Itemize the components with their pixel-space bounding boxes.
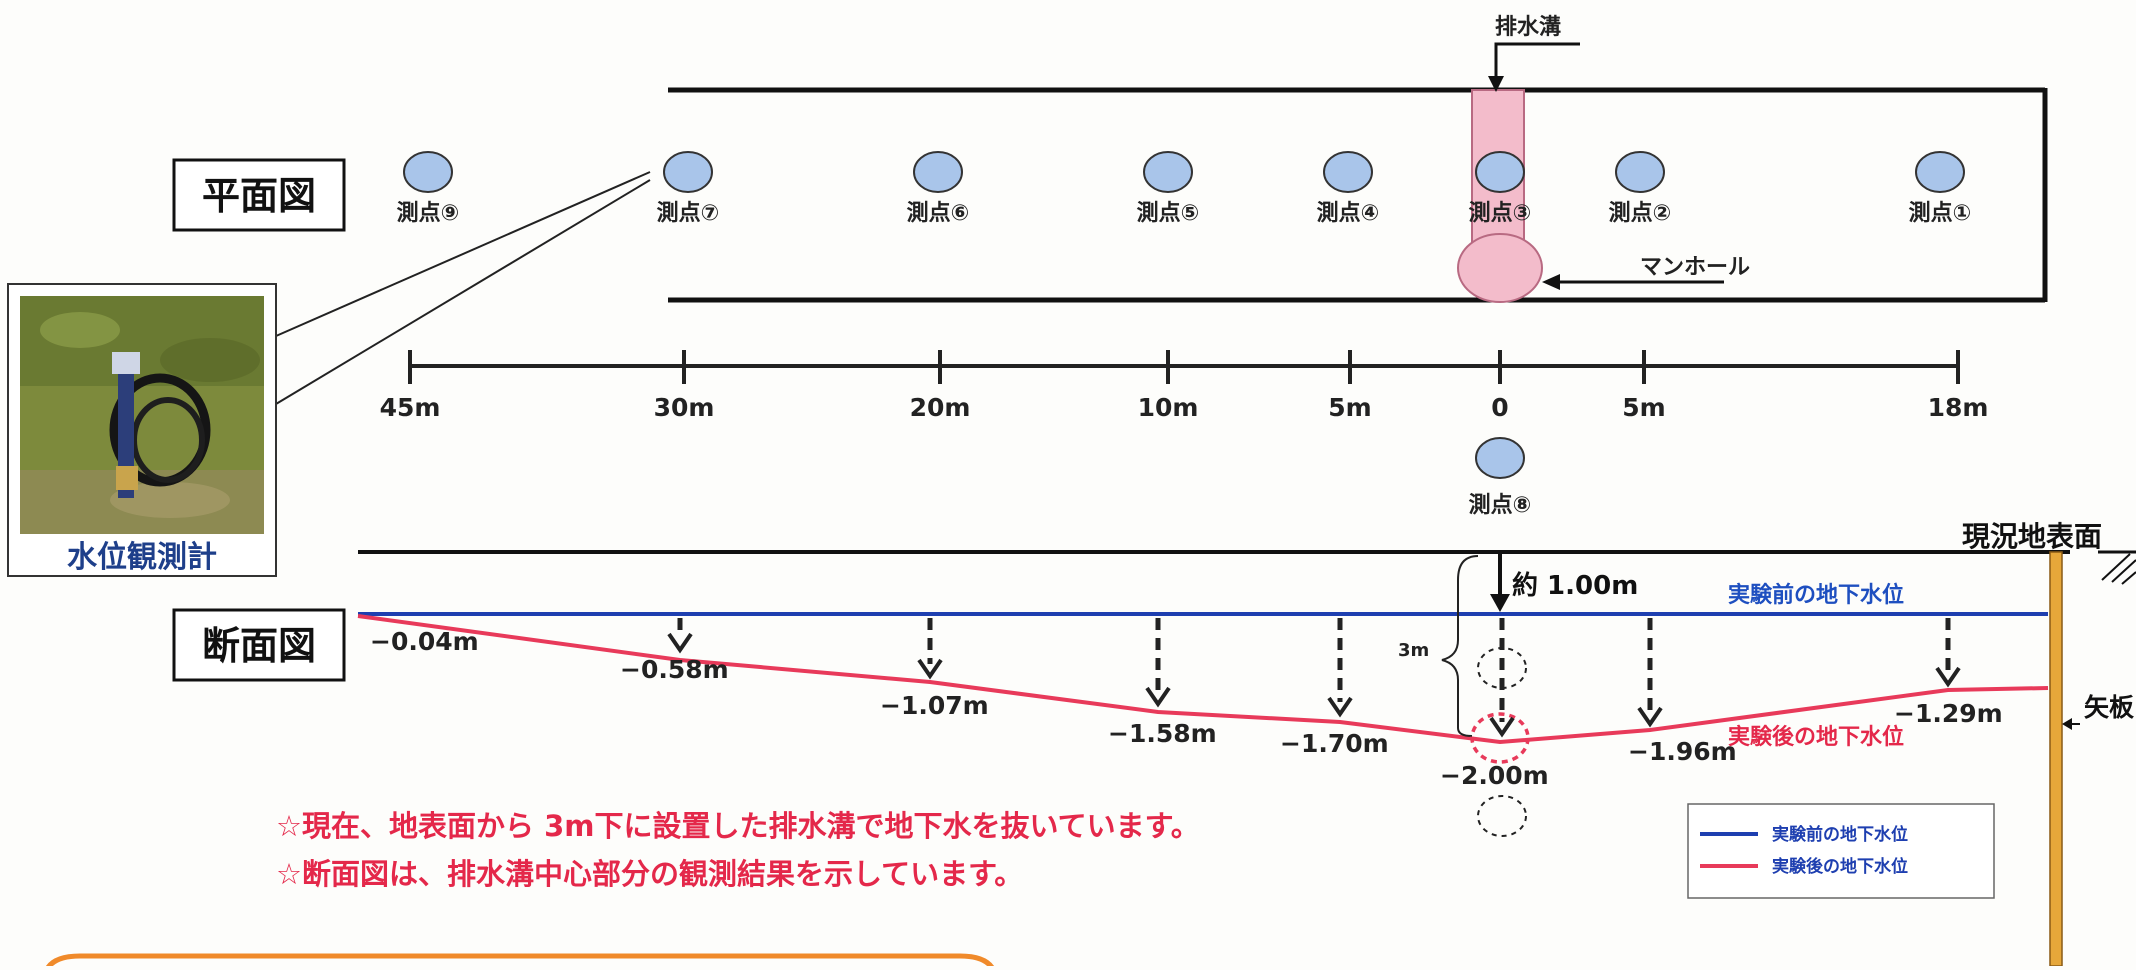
section-title-box (172, 608, 346, 682)
scale-tick-label: 10m (1138, 393, 1199, 422)
point-label: 測点⑨ (397, 200, 460, 226)
scale-tick-label: 20m (910, 393, 971, 422)
drawdown-value: −1.58m (1108, 719, 1217, 748)
point-marker (1615, 151, 1665, 193)
measuring-point: 測点① (1909, 151, 1972, 226)
ground-surface-label: 現況地表面 (1962, 520, 2102, 553)
depth-to-water-label: 約 1.00m (1512, 570, 1638, 601)
manhole-pointer-arrowhead (1542, 274, 1560, 290)
callout-line-1 (275, 171, 651, 337)
ground-hatch-icon (2098, 550, 2136, 585)
after-level-label: 実験後の地下水位 (1728, 724, 1904, 750)
point-label: 測点② (1609, 200, 1672, 226)
depth-to-water-arrowhead (1490, 594, 1510, 612)
scale-tick-label: 30m (654, 393, 715, 422)
manhole-label: マンホール (1640, 255, 1750, 280)
drain-pipe-outline-lower (1477, 795, 1527, 837)
legend: 実験前の地下水位 実験後の地下水位 (1687, 803, 1995, 899)
plan-points: 測点⑨ 測点⑦ 測点⑥ 測点⑤ 測点④ 測点③ 測点② 測点① (397, 151, 1972, 226)
drawdown-arrow (1489, 618, 1515, 738)
drawdown-value: −1.29m (1894, 699, 2003, 728)
measuring-point: 測点⑤ (1137, 151, 1200, 226)
legend-box (1687, 803, 1995, 899)
point-marker (1915, 151, 1965, 193)
drain-pointer-arrowhead (1488, 76, 1504, 92)
drawdown-value: −1.96m (1628, 737, 1737, 766)
note-1: ☆現在、地表面から 3m下に設置した排水溝で地下水を抜いています。 (276, 809, 1200, 843)
water-level-gauge-photo (20, 296, 264, 534)
measuring-point: 測点② (1609, 151, 1672, 226)
point-label: 測点④ (1317, 200, 1380, 226)
scale-tick-label: 5m (1328, 393, 1371, 422)
point-marker (913, 151, 963, 193)
drawdown-arrow (1145, 618, 1171, 708)
drawdown-arrow (1637, 618, 1663, 728)
plan-title: 平面図 (202, 174, 316, 218)
depth-brace (1441, 555, 1479, 737)
drawdown-value: −0.58m (620, 655, 729, 684)
point-marker (1143, 151, 1193, 193)
drawdown-value: −0.04m (370, 627, 479, 656)
legend-after-label: 実験後の地下水位 (1772, 856, 1908, 877)
point-marker (663, 151, 713, 193)
section-title: 断面図 (202, 624, 316, 668)
drawdown-arrow (1935, 618, 1961, 688)
photo-caption: 水位観測計 (67, 540, 217, 575)
drain-depth-label: 3m (1398, 640, 1429, 661)
drawdown-arrow (1327, 618, 1353, 718)
point-label: 測点① (1909, 200, 1972, 226)
drawdown-arrows (667, 618, 1961, 738)
after-water-level-line (357, 614, 2049, 745)
drain-label: 排水溝 (1495, 14, 1561, 40)
drawdown-value: −2.00m (1440, 761, 1549, 790)
scale-ticks: 45m 30m 20m 10m 5m 0 5m 18m (380, 350, 1989, 422)
drain-pointer (1494, 42, 1580, 86)
scale-tick-label: 0 (1491, 393, 1508, 422)
point-8-marker (1475, 437, 1525, 479)
point-label: 測点⑤ (1137, 200, 1200, 226)
section-view: 断面図 現況地表面 矢板 3m 約 1.00m −0.04m−0.58 (172, 520, 2136, 967)
bottom-callout-frame (41, 953, 999, 970)
plan-view: 排水溝 マンホール 平面図 測点⑨ 測点⑦ 測点⑥ 測点⑤ 測点④ 測点③ 測点② 測点① 測… (172, 14, 2048, 518)
drain-pipe-center (1470, 712, 1530, 764)
manhole (1457, 233, 1543, 303)
photo-inset: 水位観測計 (7, 171, 651, 577)
point-label: 測点⑥ (907, 200, 970, 226)
notes: ☆現在、地表面から 3m下に設置した排水溝で地下水を抜いています。 ☆断面図は、… (276, 809, 1200, 891)
point-marker (403, 151, 453, 193)
before-level-label: 実験前の地下水位 (1728, 582, 1904, 608)
point-label: 測点⑦ (657, 200, 720, 226)
drawdown-labels: −0.04m −0.58m −1.07m −1.58m −1.70m −2.00m −1.9… (370, 627, 2003, 790)
drawdown-arrow (667, 618, 693, 654)
callout-line-2 (275, 179, 651, 405)
scale-tick-label: 18m (1928, 393, 1989, 422)
sheet-pile (2049, 551, 2063, 967)
plan-title-box (172, 158, 346, 232)
point-marker (1323, 151, 1373, 193)
measuring-point: 測点③ (1469, 151, 1532, 226)
scale-tick-label: 45m (380, 393, 441, 422)
drawdown-arrow (917, 618, 943, 680)
drawdown-value: −1.07m (880, 691, 989, 720)
measuring-point: 測点⑦ (657, 151, 720, 226)
measuring-point: 測点⑨ (397, 151, 460, 226)
point-marker (1475, 151, 1525, 193)
measuring-point: 測点⑥ (907, 151, 970, 226)
point-8-label: 測点⑧ (1469, 492, 1532, 518)
sheet-pile-label: 矢板 (2084, 693, 2134, 722)
sheet-pile-pointer-arrowhead (2062, 718, 2072, 730)
scale-tick-label: 5m (1622, 393, 1665, 422)
drawdown-value: −1.70m (1280, 729, 1389, 758)
measuring-point: 測点④ (1317, 151, 1380, 226)
distance-scale: 45m 30m 20m 10m 5m 0 5m 18m (380, 350, 1989, 422)
note-2: ☆断面図は、排水溝中心部分の観測結果を示しています。 (276, 857, 1023, 891)
point-label: 測点③ (1469, 200, 1532, 226)
legend-before-label: 実験前の地下水位 (1772, 824, 1908, 845)
